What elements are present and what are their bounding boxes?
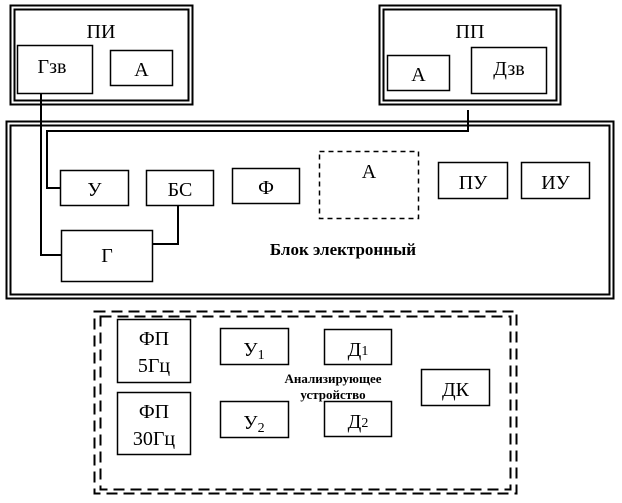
pp-a-box: А (386, 54, 451, 92)
svg-text:У2: У2 (243, 412, 264, 436)
pi-a-label: А (134, 59, 149, 81)
analyzer-fp5-line2: 5Гц (138, 355, 171, 377)
electronic-pu-box: ПУ (437, 161, 509, 200)
analyzer-fp5-box: ФП 5Гц (116, 318, 192, 384)
electronic-f-label: Ф (258, 177, 274, 199)
electronic-a-label: А (362, 161, 377, 183)
electronic-a-box: А (318, 150, 420, 220)
analyzer-fp30-line1: ФП (139, 401, 169, 423)
pi-a-box: А (109, 49, 174, 87)
analyzer-d2-box: Д2 (323, 400, 393, 438)
line-dzv-to-u (46, 110, 469, 189)
analyzer-d2-label: Д (348, 411, 362, 433)
electronic-bs-box: БС (145, 169, 215, 207)
electronic-f-box: Ф (231, 167, 301, 205)
connection-lines (40, 93, 469, 256)
electronic-u-label: У (87, 179, 102, 201)
analyzer-fp30-line2: 30Гц (133, 428, 176, 450)
analyzer-d2-sub: 2 (361, 416, 368, 431)
analyzer-u2-sub: 2 (258, 421, 265, 436)
pi-gzv-label: Гзв (38, 56, 67, 78)
analyzer-u2-box: У2 (219, 400, 290, 439)
pp-dzv-box: Дзв (470, 46, 548, 95)
svg-text:У1: У1 (243, 339, 264, 363)
analyzer-u1-sub: 1 (258, 348, 265, 363)
electronic-title: Блок электронный (270, 240, 416, 259)
electronic-g-label: Г (101, 245, 113, 267)
pp-block: ПП А Дзв (378, 4, 562, 106)
pi-gzv-box: Гзв (16, 44, 94, 95)
pi-block: ПИ Гзв А (9, 4, 194, 106)
electronic-bs-label: БС (168, 179, 193, 201)
analyzer-title-line2: устройство (300, 387, 365, 402)
pp-dzv-label: Дзв (493, 58, 524, 80)
electronic-u-box: У (59, 169, 130, 207)
pp-title: ПП (456, 21, 485, 43)
analyzer-fp30-box: ФП 30Гц (116, 391, 192, 456)
analyzer-dk-box: ДК (420, 368, 491, 407)
analyzer-dk-label: ДК (442, 379, 470, 401)
electronic-block: Блок электронный У БС Ф А ПУ ИУ Г (5, 120, 615, 300)
analyzer-title-line1: Анализирующее (285, 371, 382, 386)
line-bs-to-g (152, 206, 179, 245)
electronic-g-box: Г (60, 229, 154, 283)
electronic-pu-label: ПУ (459, 172, 488, 194)
svg-text:Д2: Д2 (348, 411, 369, 433)
electronic-iu-label: ИУ (541, 172, 570, 194)
analyzer-fp5-line1: ФП (139, 328, 169, 350)
pi-title: ПИ (87, 21, 116, 43)
analyzer-block: Анализирующее устройство ФП 5Гц ФП 30Гц … (93, 310, 518, 495)
analyzer-u1-box: У1 (219, 327, 290, 366)
line-gzv-to-g (40, 93, 61, 256)
analyzer-d1-sub: 1 (361, 344, 368, 359)
analyzer-u1-label: У (243, 339, 258, 361)
svg-text:Д1: Д1 (348, 339, 369, 361)
analyzer-d1-label: Д (348, 339, 362, 361)
electronic-iu-box: ИУ (520, 161, 591, 200)
analyzer-d1-box: Д1 (323, 328, 393, 366)
analyzer-u2-label: У (243, 412, 258, 434)
pp-a-label: А (411, 64, 426, 86)
